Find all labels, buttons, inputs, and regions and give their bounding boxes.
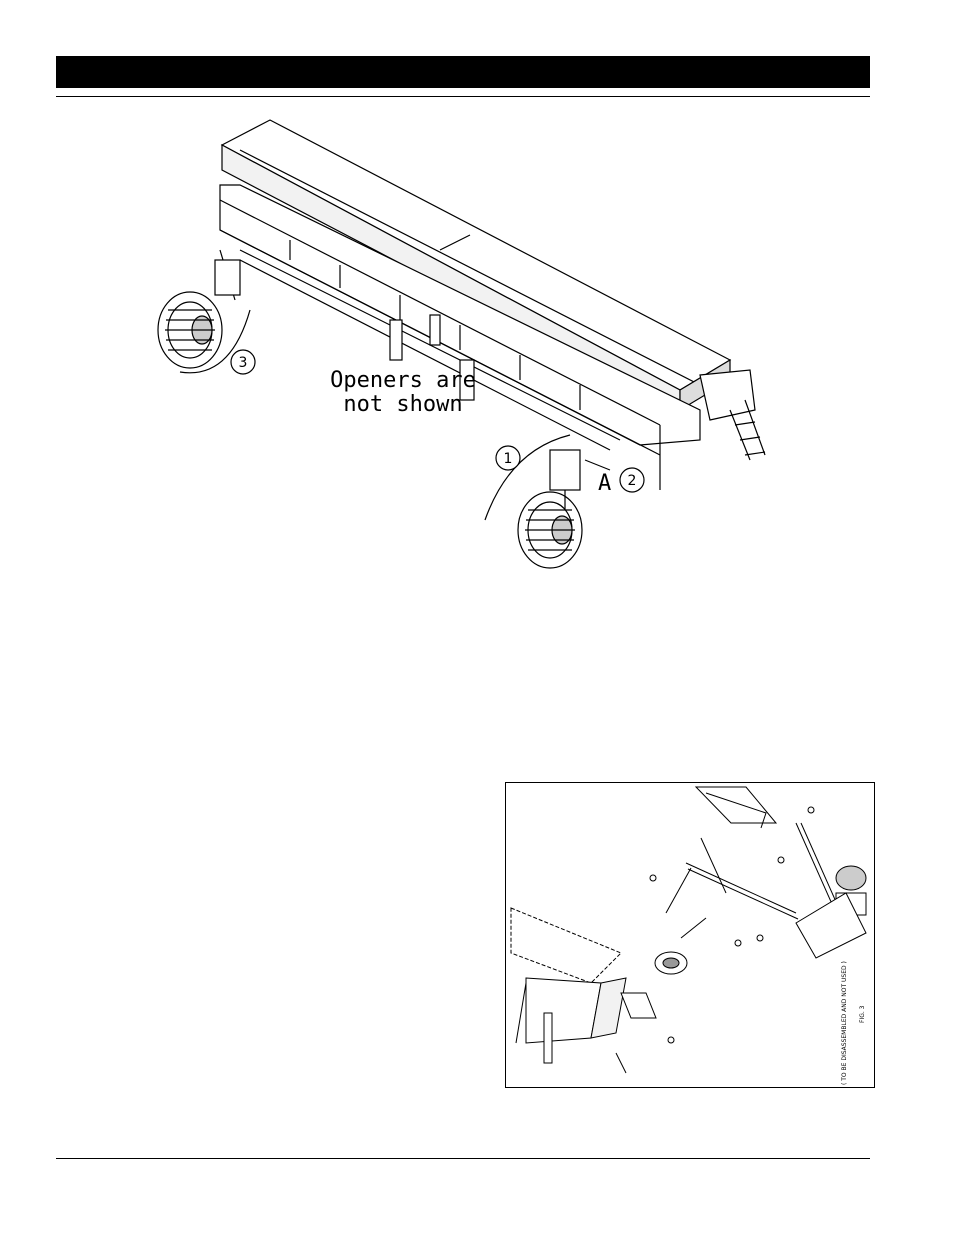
- footer-rule: [56, 1158, 870, 1159]
- detail-letter: A: [598, 471, 611, 496]
- detail-note: ( TO BE DISASSEMBLED AND NOT USED ): [841, 961, 848, 1085]
- header-bar: [56, 56, 870, 88]
- detail-illustration: ( TO BE DISASSEMBLED AND NOT USED ) FIG.…: [505, 782, 875, 1088]
- callout-2-label: 2: [628, 473, 637, 489]
- note-line-2: not shown: [343, 392, 462, 417]
- drill-illustration: 1 2 3 A Openers are not shown: [140, 110, 780, 580]
- callout-1-circle: [495, 445, 521, 471]
- callout-3-label: 3: [239, 355, 248, 371]
- callout-2-circle: [619, 467, 645, 493]
- callout-3-circle: [230, 349, 256, 375]
- fig-label: FIG. 3: [859, 1005, 866, 1023]
- note-line-1: Openers are: [330, 368, 476, 393]
- header-rule: [56, 96, 870, 97]
- callout-1-label: 1: [504, 451, 513, 467]
